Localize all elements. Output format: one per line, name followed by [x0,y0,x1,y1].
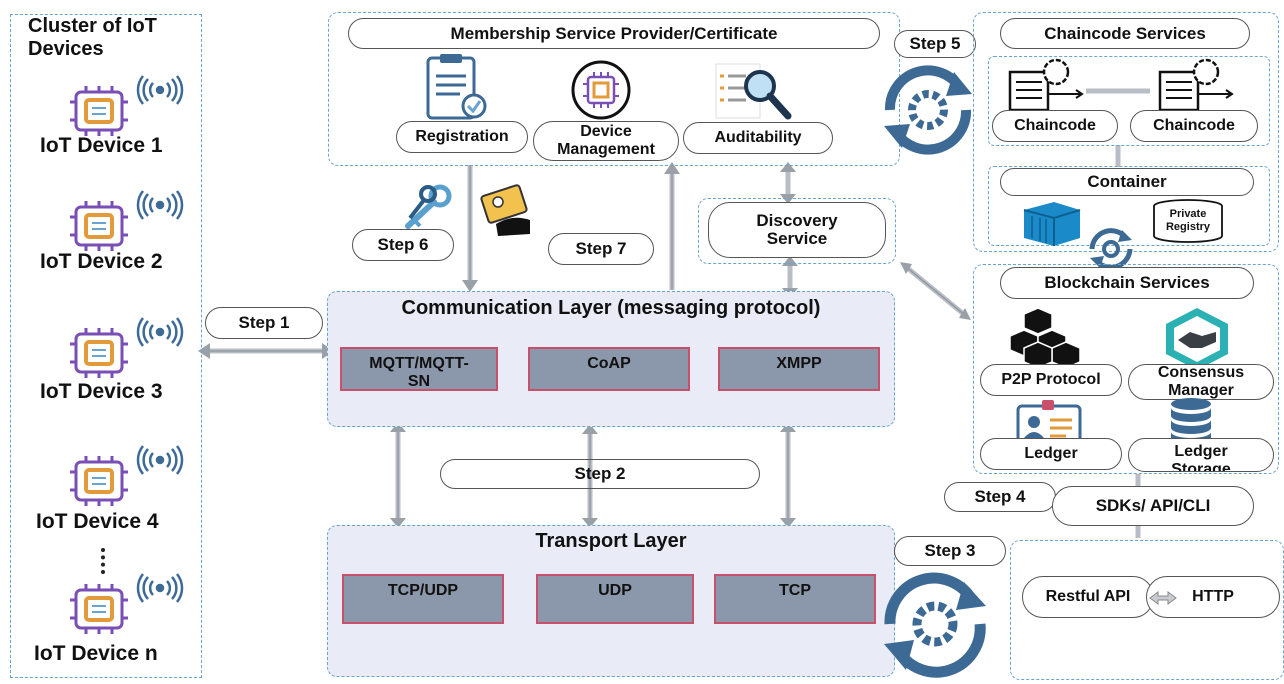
sync-gear-icon [876,58,980,162]
protocol-tcp-udp: TCP/UDP [342,574,504,624]
step-2-badge: Step 2 [440,459,760,489]
p2p-protocol-label: P2P Protocol [980,364,1122,396]
communication-layer-title: Communication Layer (messaging protocol) [401,297,821,319]
transport-layer-title: Transport Layer [535,530,687,552]
http-label: HTTP [1146,576,1280,618]
iot-chip-icon [70,190,184,251]
api-http-exchange-icon [1148,590,1178,606]
step-6-badge: Step 6 [352,229,454,261]
step-1-badge: Step 1 [205,307,323,339]
iot-device-n [20,568,200,658]
chaincode-label: Chaincode [1130,110,1258,142]
device-chip-icon [556,60,646,120]
discovery-panel [698,198,896,264]
blockchain-services-title: Blockchain Services [1000,267,1254,299]
iot-device-label: IoT Device n [34,642,158,665]
container-group [988,166,1270,246]
iot-chip-icon [70,573,184,634]
ledger-card-icon [1012,398,1086,444]
registration-label: Registration [396,121,528,153]
iot-device-1 [20,70,200,160]
cluster-title: Cluster of IoT Devices [28,15,157,60]
chaincode-server-icon [1000,56,1086,116]
discovery-service-label: Discovery Service [708,202,886,258]
step-4-badge: Step 4 [944,482,1056,512]
protocol-mqtt: MQTT/MQTT-SN [340,347,498,391]
container-cube-icon [1018,198,1088,248]
protocol-udp: UDP [536,574,694,624]
msp-title: Membership Service Provider/Certificate [348,18,880,49]
iot-device-3 [20,312,200,402]
consensus-handshake-icon [1160,306,1234,372]
device-management-label: Device Management [533,121,679,161]
step-3-badge: Step 3 [894,536,1006,566]
clipboard-check-icon [420,54,500,124]
private-registry-label: Private Registry [1165,208,1211,233]
iot-chip-icon [70,445,184,506]
sdk-api-cli-label: SDKs/ API/CLI [1052,486,1254,526]
key-icon [398,182,458,232]
iot-device-label: IoT Device 3 [40,380,163,403]
blocks-cube-icon [1004,306,1096,370]
iot-cluster-panel [10,14,202,678]
ledger-label: Ledger [980,438,1122,470]
more-devices-ellipsis [101,548,105,574]
iot-chip-icon [70,75,184,136]
protocol-coap: CoAP [528,347,690,391]
protocol-xmpp: XMPP [718,347,880,391]
chaincode-group [988,56,1270,146]
private-registry-icon [1150,198,1226,244]
protocol-tcp: TCP [714,574,876,624]
iot-device-label: IoT Device 1 [40,134,163,157]
certificate-hand-icon [478,184,538,240]
ledger-storage-label: Ledger Storage [1128,438,1274,472]
step-5-badge: Step 5 [894,30,976,58]
container-title: Container [1000,168,1254,196]
chaincode-server-icon [1150,56,1236,116]
ledger-storage-db-icon [1166,396,1216,444]
chaincode-services-title: Chaincode Services [1000,18,1250,49]
iot-device-label: IoT Device 4 [36,510,159,533]
step-7-badge: Step 7 [548,233,654,265]
iot-device-2 [20,185,200,275]
sync-gear-icon [876,566,994,684]
iot-chip-icon [70,317,184,378]
consensus-manager-label: Consensus Manager [1128,364,1274,400]
auditability-label: Auditability [683,122,833,154]
audit-magnifier-icon [706,56,806,122]
iot-device-4 [20,440,200,530]
chaincode-services-panel [973,12,1279,252]
sync-small-icon [1086,224,1136,274]
blockchain-services-panel [973,264,1279,474]
chaincode-label: Chaincode [992,110,1118,142]
restful-api-label: Restful API [1022,576,1154,618]
iot-device-label: IoT Device 2 [40,250,163,273]
